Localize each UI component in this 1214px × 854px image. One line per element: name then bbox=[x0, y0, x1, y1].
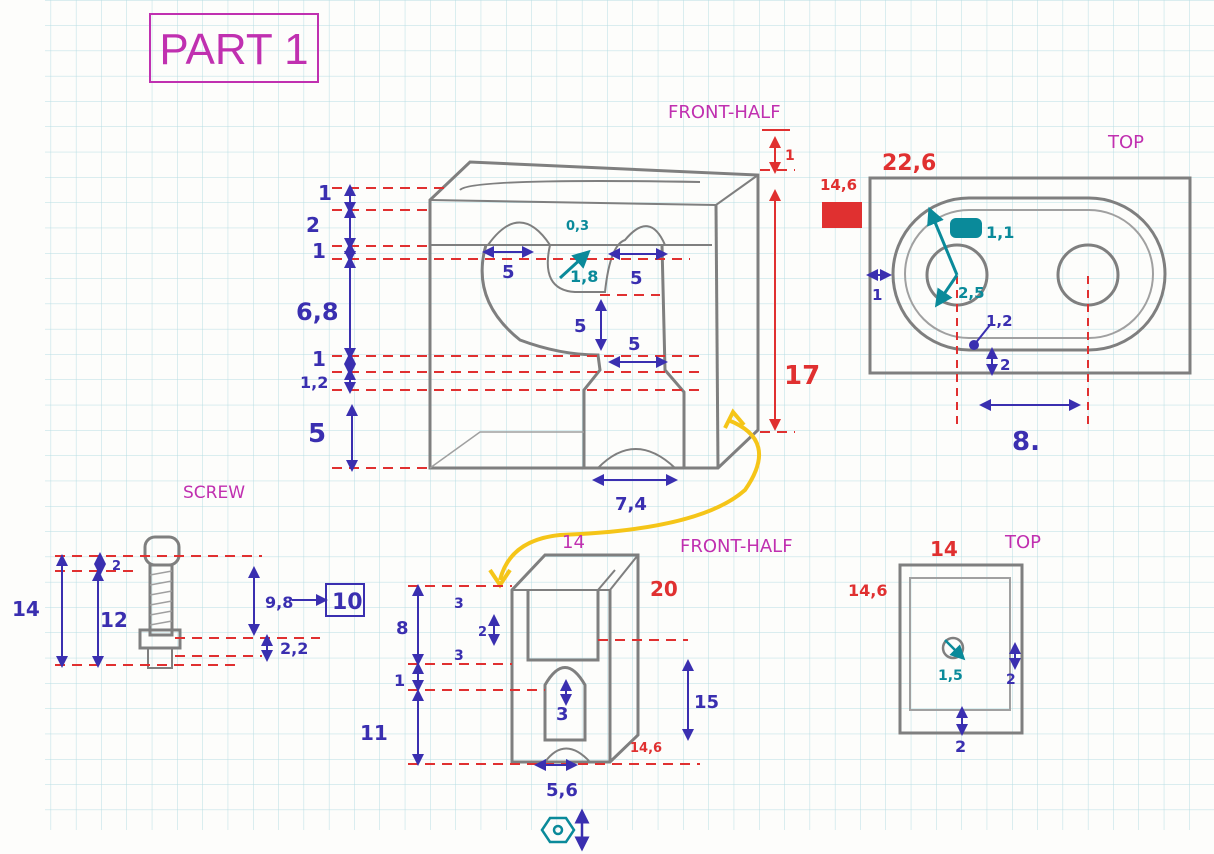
top-right-heading: TOP bbox=[1107, 132, 1144, 153]
top-view-right: TOP 22,6 14,6 1,1 2,5 1 1,2 2 8. bbox=[820, 132, 1192, 457]
dim-screw-5: 10 bbox=[332, 590, 363, 615]
dim-screw-3: 12 bbox=[100, 608, 128, 632]
front-half-top-heading: FRONT-HALF bbox=[668, 102, 781, 123]
front-bottom-top-width: 14 bbox=[562, 532, 585, 553]
top-right-height: 14,6 bbox=[820, 176, 857, 194]
dim-radius: 1,8 bbox=[570, 267, 598, 286]
scribble-mark bbox=[822, 202, 862, 228]
top-view-bottom: TOP 14 14,6 1,5 2 2 bbox=[848, 532, 1041, 756]
nut-icon bbox=[540, 808, 590, 852]
dim-bottom: 7,4 bbox=[615, 494, 647, 515]
top-bottom-width: 14 bbox=[930, 537, 958, 561]
dim-tb-1: 1,5 bbox=[938, 668, 963, 684]
dim-fb-right-2: 14,6 bbox=[630, 741, 662, 756]
dim-fb-bottom: 5,6 bbox=[546, 780, 578, 801]
dim-left-3: 1 bbox=[312, 239, 326, 263]
dim-inner-3: 5 bbox=[574, 316, 587, 337]
dim-top-r-6: 8. bbox=[1012, 427, 1040, 457]
front-half-body bbox=[428, 160, 760, 470]
top-bottom-height: 14,6 bbox=[848, 581, 887, 600]
dim-fb-left-5: 1 bbox=[394, 671, 405, 690]
connector-arrow bbox=[498, 418, 761, 581]
front-bottom-height: 20 bbox=[650, 577, 678, 601]
front-half-bottom-view: FRONT-HALF 14 20 3 8 2 3 bbox=[360, 532, 793, 852]
dim-inner-4: 5 bbox=[628, 334, 641, 355]
dim-right-2: 17 bbox=[784, 361, 820, 391]
dim-screw-1: 2 bbox=[112, 559, 121, 574]
top-right-width: 22,6 bbox=[882, 151, 936, 176]
dim-screw-2: 14 bbox=[12, 597, 40, 621]
dim-inner-2: 5 bbox=[630, 268, 643, 289]
dim-gap: 0,3 bbox=[566, 219, 589, 234]
dim-fb-left-4: 3 bbox=[454, 648, 464, 664]
dim-top-r-3: 1 bbox=[872, 286, 882, 304]
dim-tb-3: 2 bbox=[955, 737, 966, 756]
dim-left-1: 1 bbox=[318, 181, 332, 205]
screw-heading: SCREW bbox=[183, 483, 245, 503]
dim-left-5: 1 bbox=[312, 347, 326, 371]
dim-left-4: 6,8 bbox=[296, 298, 339, 326]
dim-fb-left-1: 3 bbox=[454, 596, 464, 612]
dim-top-r-2: 2,5 bbox=[958, 284, 985, 302]
dim-screw-6: 2,2 bbox=[280, 639, 308, 658]
dim-inner-1: 5 bbox=[502, 262, 515, 283]
dim-fb-left-6: 11 bbox=[360, 721, 388, 745]
dim-fb-left-3: 2 bbox=[478, 625, 487, 640]
screw-view: SCREW 2 14 12 9, bbox=[12, 483, 365, 669]
dim-top-r-5: 2 bbox=[1000, 356, 1010, 374]
dim-right-1: 1 bbox=[785, 148, 795, 164]
dim-left-7: 5 bbox=[308, 419, 326, 449]
dim-left-2: 2 bbox=[306, 213, 320, 237]
dim-left-6: 1,2 bbox=[300, 373, 328, 392]
dim-fb-inner: 3 bbox=[556, 704, 569, 725]
front-half-top-view: FRONT-HALF bbox=[296, 102, 820, 515]
page-title: PART 1 bbox=[159, 25, 308, 74]
title-box: PART 1 bbox=[149, 13, 319, 83]
dim-screw-4: 9,8 bbox=[265, 593, 293, 612]
dim-fb-right-1: 15 bbox=[694, 692, 719, 713]
dim-tb-2: 2 bbox=[1006, 672, 1016, 688]
dim-fb-left-2: 8 bbox=[396, 618, 409, 639]
top-bottom-heading: TOP bbox=[1004, 532, 1041, 553]
front-half-bottom-heading: FRONT-HALF bbox=[680, 536, 793, 557]
dim-top-r-4: 1,2 bbox=[986, 312, 1013, 330]
grid-paper bbox=[45, 0, 1214, 830]
dim-top-r-1: 1,1 bbox=[986, 223, 1014, 242]
